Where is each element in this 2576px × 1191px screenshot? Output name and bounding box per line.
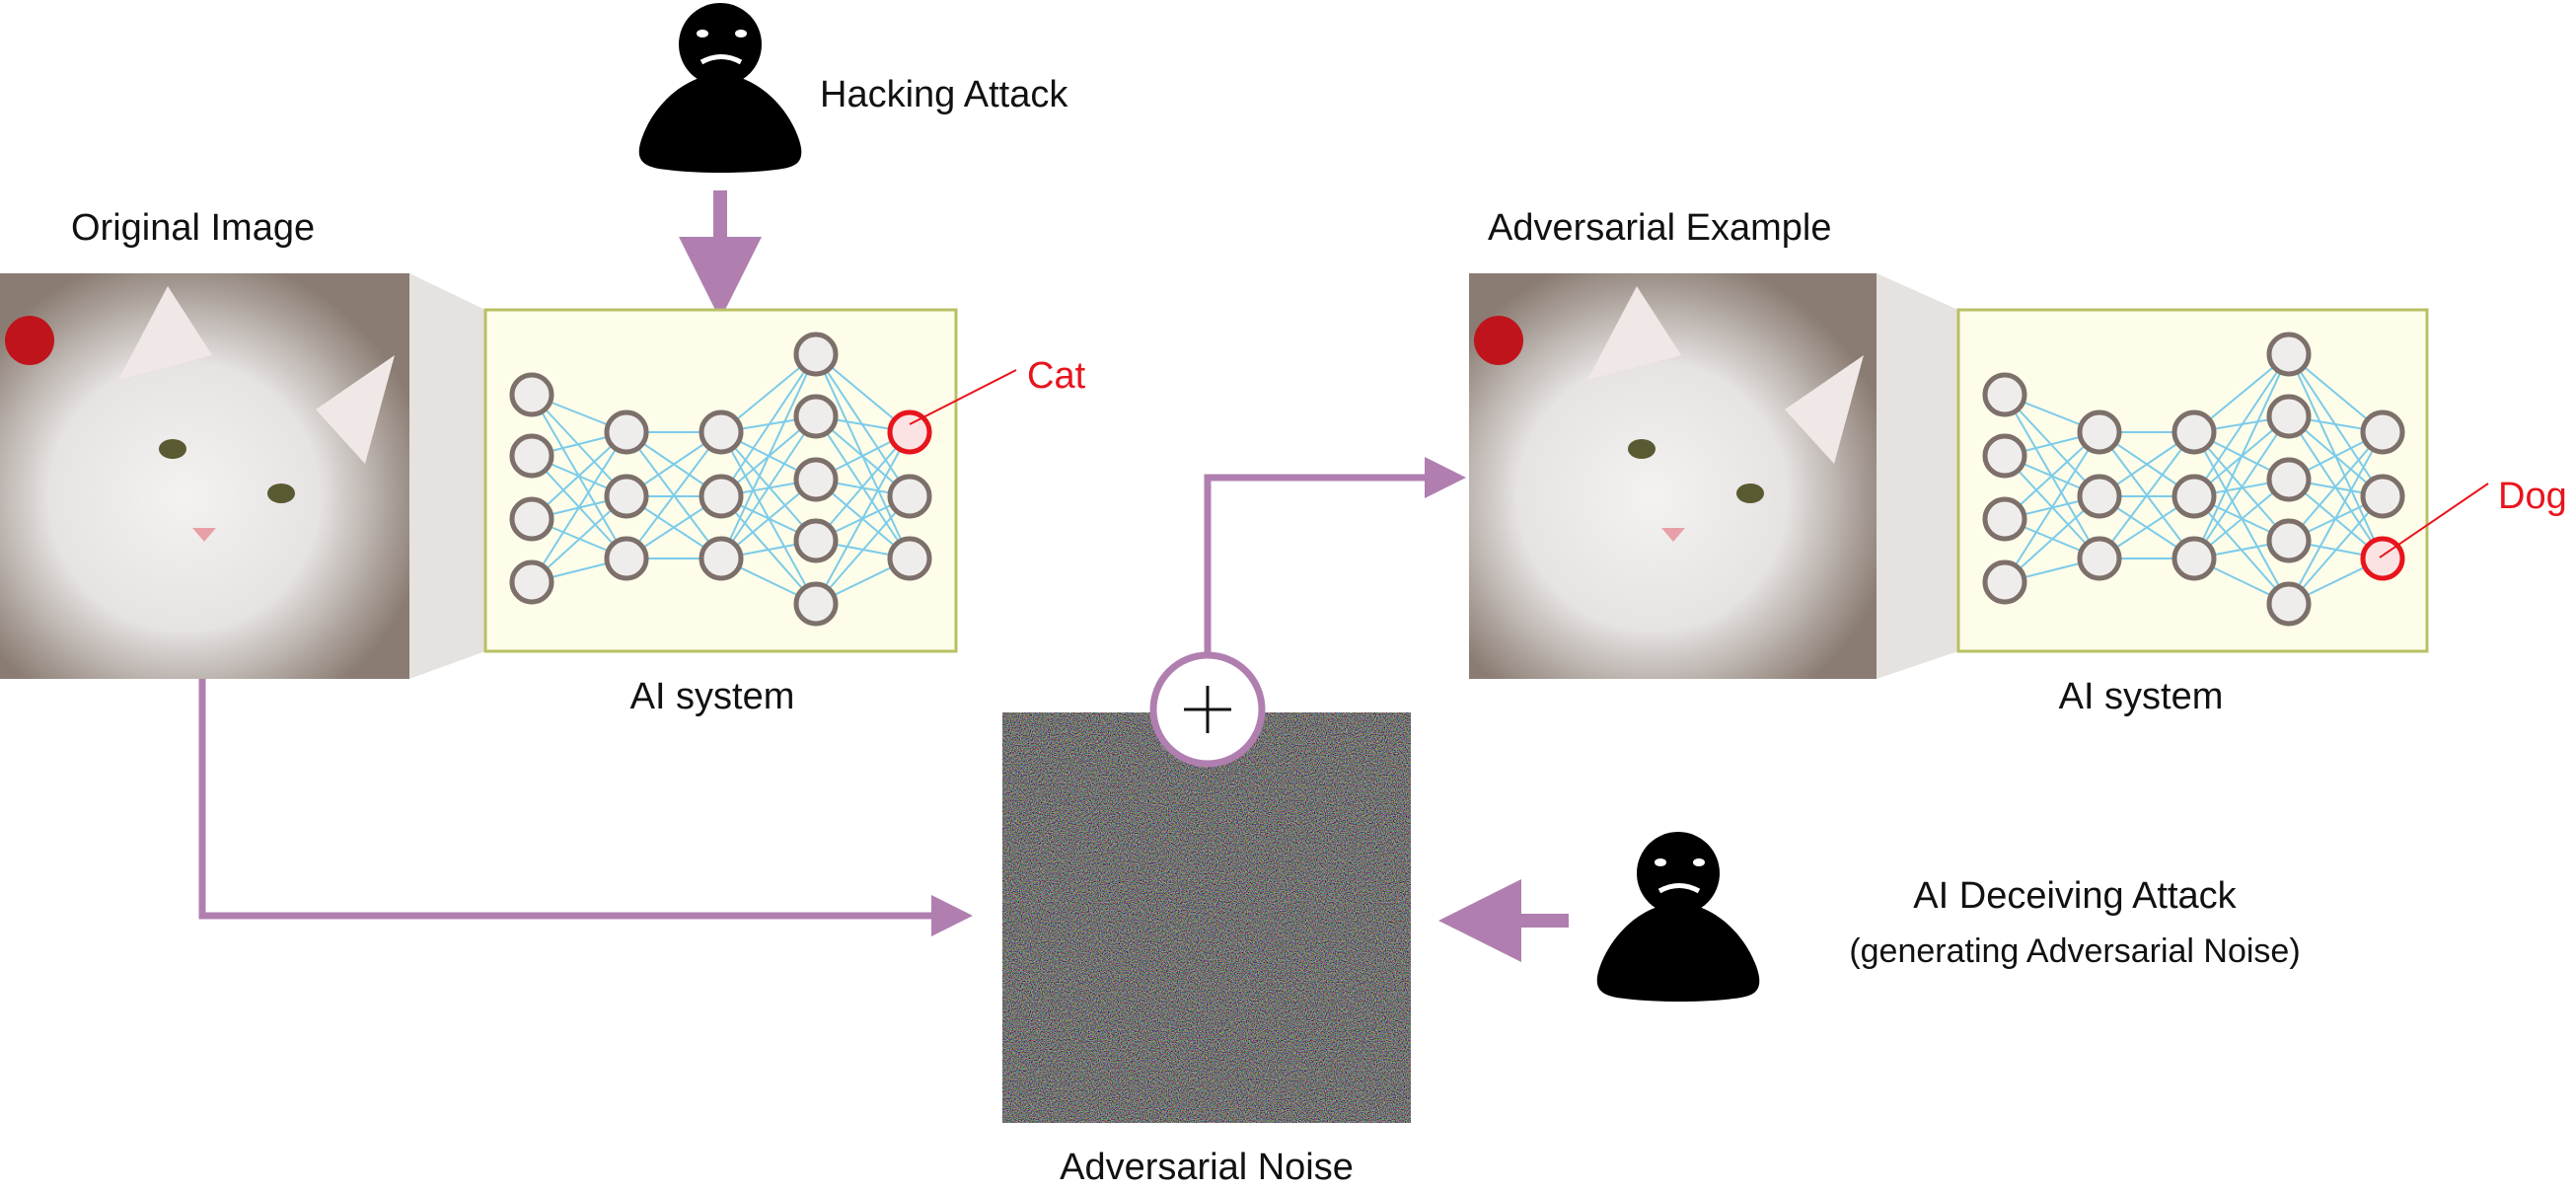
ai-system-box-right [1956, 308, 2429, 653]
hacker-person-icon [638, 3, 802, 173]
neuron [699, 536, 744, 581]
neuron [2266, 457, 2312, 502]
original-cat-image [0, 273, 409, 679]
ai-system-label-left: AI system [630, 676, 795, 717]
network-edge [2193, 415, 2290, 559]
neuron [2171, 536, 2217, 581]
network-edge [531, 394, 627, 497]
neuron [793, 332, 839, 377]
arrow-original-to-noise [198, 679, 973, 936]
network-edge [2193, 353, 2290, 559]
flow-arrows [198, 190, 1569, 962]
network-edge [2004, 394, 2100, 497]
ai-system-label-right: AI system [2059, 676, 2224, 717]
plus-icon [1149, 651, 1266, 768]
arrow-sum-to-adversarial [1204, 457, 1466, 655]
original-image-label: Original Image [71, 207, 315, 249]
deceiving-attack-title: AI Deceiving Attack [1913, 875, 2237, 917]
neuron [2171, 474, 2217, 519]
network-edge [2288, 431, 2384, 605]
neuron [887, 474, 932, 519]
output-label-dog: Dog [2498, 476, 2567, 517]
neuron [793, 457, 839, 502]
network-edge [720, 415, 817, 559]
network-edge [2098, 431, 2195, 559]
neuron [509, 559, 554, 605]
image-to-ai-connector-right [1877, 273, 1958, 679]
neuron [699, 474, 744, 519]
neuron [2360, 474, 2405, 519]
neuron [793, 394, 839, 439]
ai-system-box-left [483, 308, 958, 653]
neuron [509, 372, 554, 417]
neuron [604, 536, 649, 581]
neuron [1982, 372, 2027, 417]
network-edge [626, 431, 722, 559]
network-edge [815, 431, 911, 605]
network-edge [720, 353, 817, 559]
neuron [1982, 433, 2027, 479]
neuron [604, 474, 649, 519]
neuron [2077, 409, 2122, 455]
adversarial-noise-label: Adversarial Noise [1060, 1147, 1354, 1188]
network-edge [2288, 431, 2384, 542]
output-neuron-highlighted [2360, 536, 2405, 581]
network-edge [2288, 495, 2384, 605]
neuron [2171, 409, 2217, 455]
deceiving-attack-subtitle: (generating Adversarial Noise) [1849, 932, 2300, 970]
network-edge [815, 431, 911, 542]
network-edge [815, 495, 911, 605]
adversarial-cat-image [1469, 273, 1877, 679]
neuron [887, 536, 932, 581]
neuron [2360, 409, 2405, 455]
neuron [2266, 518, 2312, 563]
adversarial-noise-image [1002, 712, 1411, 1123]
network-edge [2193, 353, 2290, 497]
output-label-cat: Cat [1027, 355, 1086, 397]
adversarial-example-label: Adversarial Example [1488, 207, 1831, 249]
neuron [699, 409, 744, 455]
hacking-attack-label: Hacking Attack [820, 74, 1068, 115]
neuron [793, 581, 839, 627]
neuron [2266, 581, 2312, 627]
neuron [793, 518, 839, 563]
neuron [2266, 332, 2312, 377]
dog-pointer-line [2379, 483, 2489, 558]
output-neuron-highlighted [887, 409, 932, 455]
hacker-person-icon [1596, 832, 1760, 1002]
neuron [509, 433, 554, 479]
network-edge [2004, 431, 2100, 583]
neuron [604, 409, 649, 455]
neuron [2266, 394, 2312, 439]
neuron [1982, 496, 2027, 542]
neuron [1982, 559, 2027, 605]
neuron [2077, 474, 2122, 519]
neuron [509, 496, 554, 542]
network-edge [531, 431, 627, 583]
cat-pointer-line [909, 369, 1017, 425]
neuron [2077, 536, 2122, 581]
network-edge [720, 353, 817, 497]
image-to-ai-connector [409, 273, 485, 679]
